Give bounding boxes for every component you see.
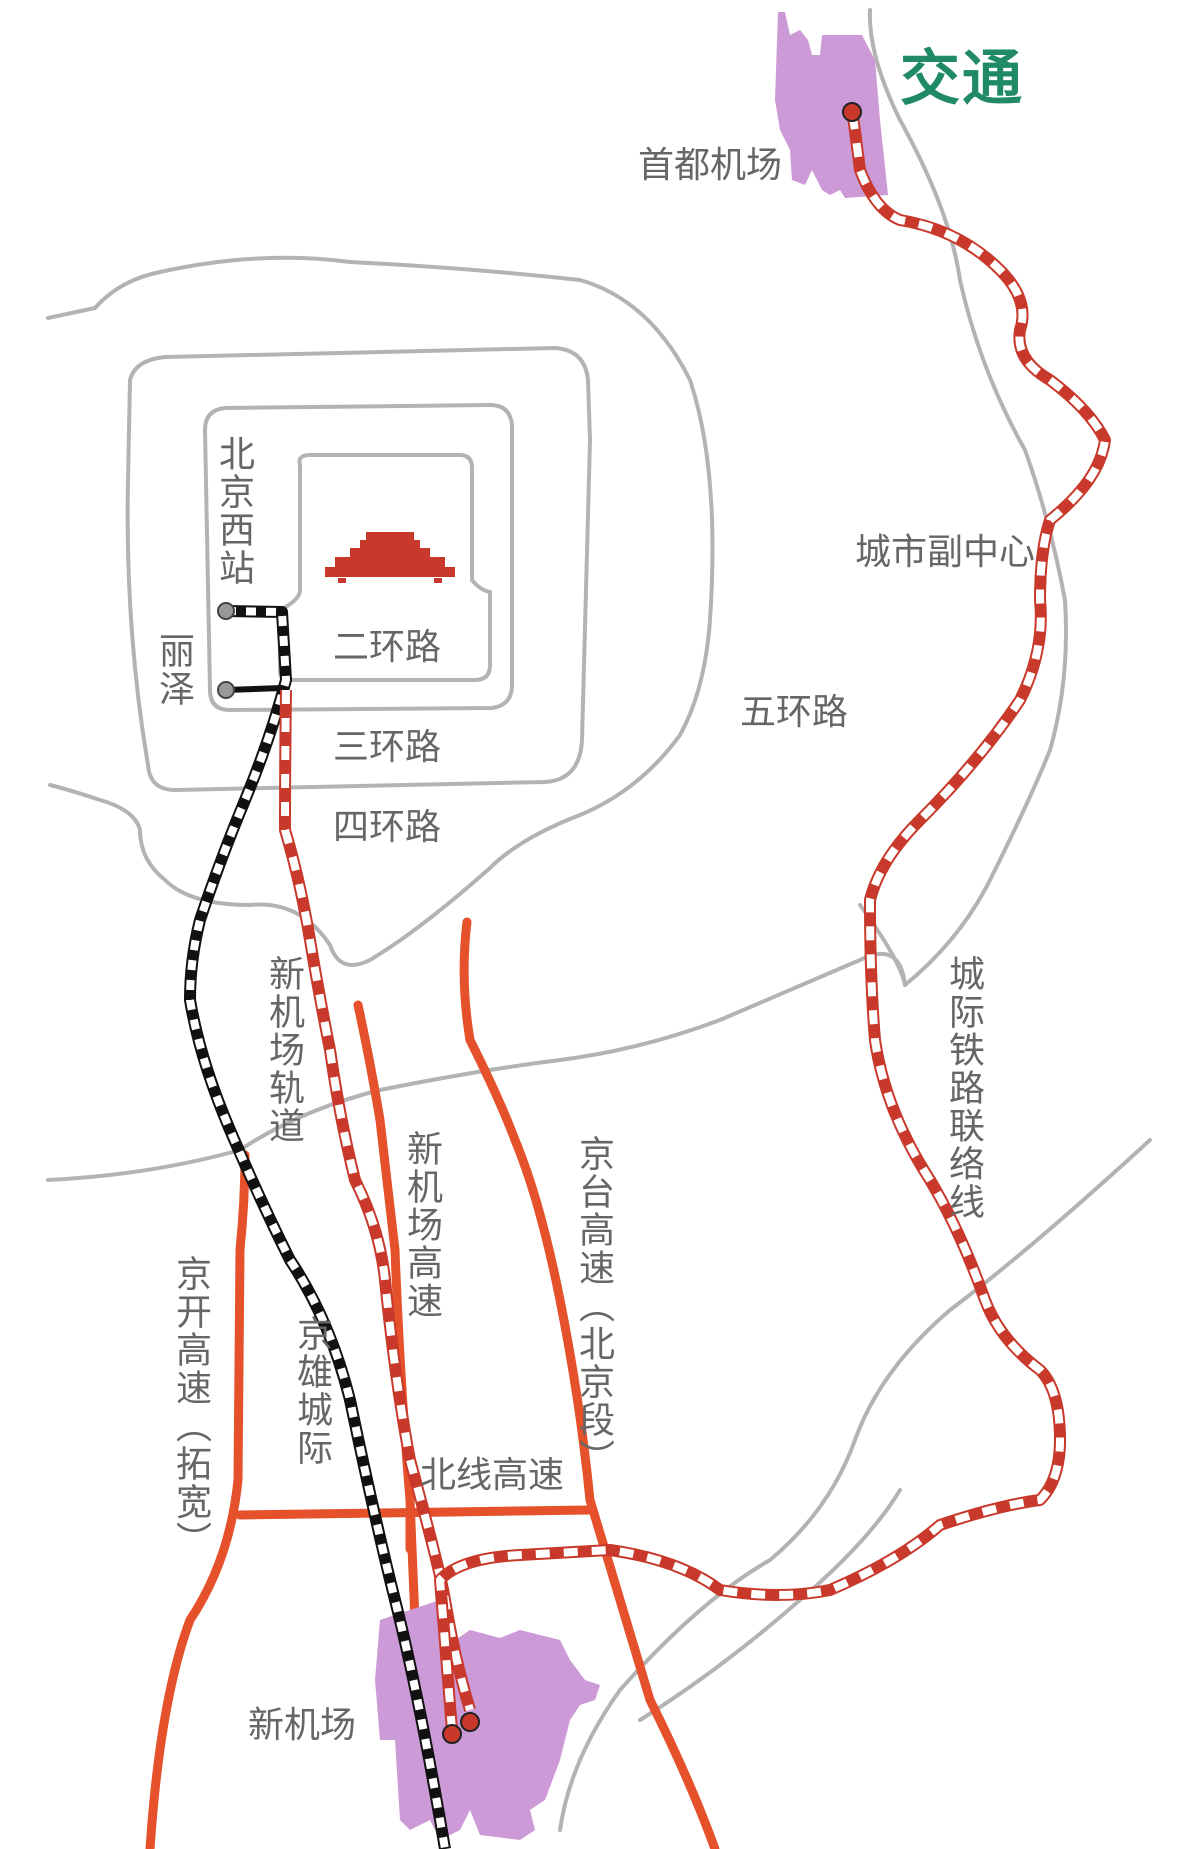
airport-connector-road [867, 8, 1068, 987]
north-line-highway [235, 1505, 595, 1520]
new-airport-label: 新机场 [248, 1705, 357, 1746]
south-road-b [638, 1488, 902, 1722]
lize-branch [225, 685, 283, 693]
new-airport-expressway-label: 新机场高速 [401, 1130, 442, 1320]
tiananmen-icon [325, 532, 455, 583]
capital-airport-label: 首都机场 [638, 145, 783, 186]
jingxiong-rail-label: 京雄城际 [291, 1315, 332, 1467]
ring2-label: 二环路 [333, 627, 442, 668]
jingkai-highway-label: 京开高速（拓宽） [170, 1255, 211, 1559]
north-line-highway-label: 北线高速 [420, 1455, 565, 1496]
ring-road-5 [46, 255, 715, 967]
jingtai-highway [459, 917, 720, 1849]
capital-airport-station-dot [842, 102, 862, 122]
ring4-label: 四环路 [333, 807, 442, 848]
southeast-road [558, 1138, 1152, 1832]
new-airport-station-dot-a [442, 1724, 462, 1744]
intercity-link-dashes [436, 109, 1109, 1731]
intercity-link-label: 城际铁路联络线 [943, 955, 984, 1221]
page-title: 交通 [900, 44, 1024, 114]
new-airport-station-dot-b [460, 1712, 480, 1732]
lize-station-dot [217, 681, 235, 699]
ring-road-4 [125, 346, 592, 792]
beijing-west-station-dot [217, 602, 235, 620]
ring5-label: 五环路 [740, 692, 849, 733]
new-airport-rail-dashes [281, 689, 474, 1712]
beijing-west-station-label: 北京西站 [213, 435, 254, 587]
sub-center-label: 城市副中心 [855, 532, 1036, 573]
east-west-road [46, 951, 907, 1182]
jingxiong-rail-dashes [186, 607, 449, 1849]
new-airport-rail-label: 新机场轨道 [263, 955, 304, 1145]
jingkai-highway [145, 1150, 250, 1849]
ring3-label: 三环路 [333, 727, 442, 768]
ring-road-3 [203, 403, 514, 712]
jingtai-highway-label: 京台高速（北京段） [573, 1135, 614, 1477]
lize-label: 丽泽 [153, 632, 194, 708]
